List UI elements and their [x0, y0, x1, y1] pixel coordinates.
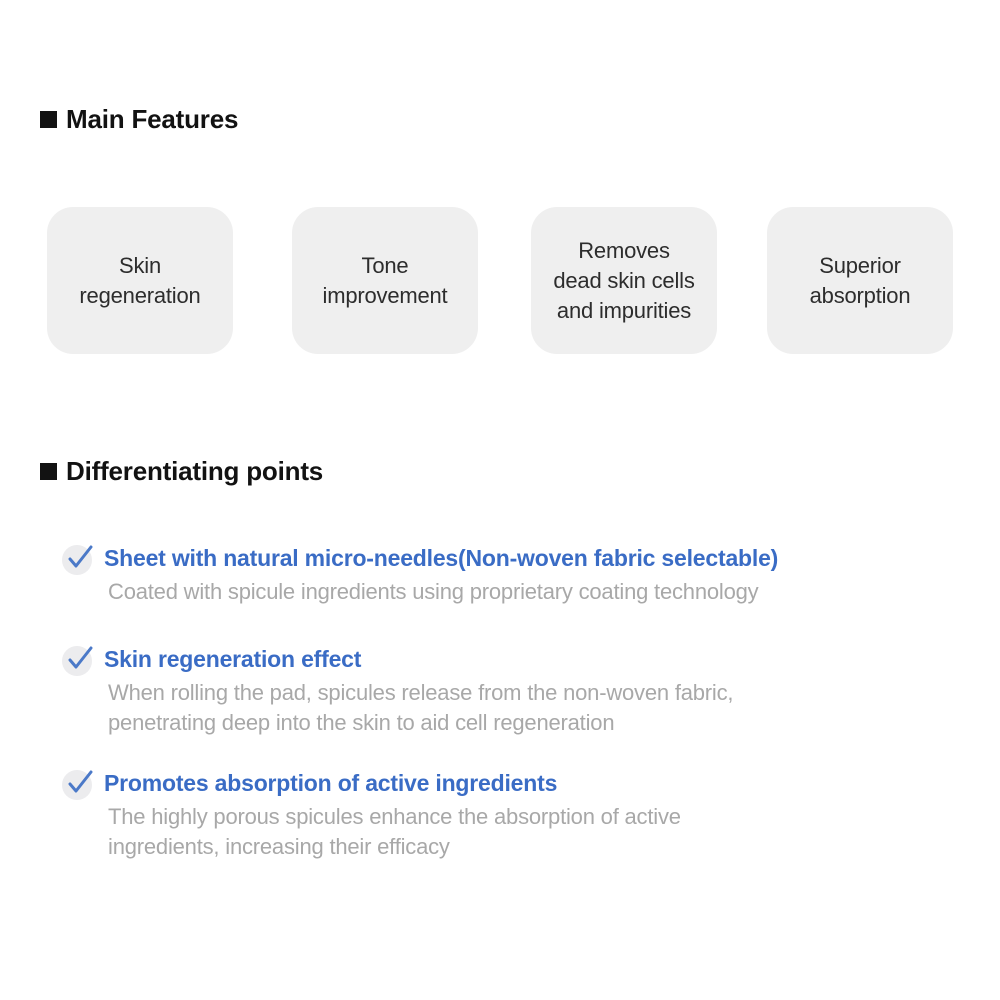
check-icon — [62, 646, 93, 676]
diff-item-title: Promotes absorption of active ingredient… — [104, 770, 558, 796]
check-icon — [62, 770, 93, 800]
main-features-header: Main Features — [40, 103, 238, 135]
section-title: Differentiating points — [66, 456, 324, 486]
feature-card-superior-absorption: Superior absorption — [767, 207, 953, 354]
feature-card-label-line: Superior — [819, 252, 901, 278]
check-icon — [62, 545, 93, 575]
feature-card-label-line: Tone — [361, 252, 409, 278]
diff-item-skin-regeneration-effect: Skin regeneration effect When rolling th… — [62, 644, 734, 738]
bullet-square-icon — [40, 462, 57, 480]
feature-card-removes-dead-skin: Removes dead skin cells and impurities — [531, 207, 717, 354]
section-title: Main Features — [66, 104, 239, 134]
feature-card-label-line: dead skin cells — [553, 267, 695, 293]
bullet-square-icon — [40, 110, 57, 128]
diff-item-description: The highly porous spicules enhance the a… — [108, 804, 681, 859]
feature-card-label-line: regeneration — [79, 282, 201, 308]
feature-card-label-line: Removes — [578, 237, 670, 263]
diff-item-promotes-absorption: Promotes absorption of active ingredient… — [62, 768, 681, 862]
diff-item-description: Coated with spicule ingredients using pr… — [108, 579, 759, 604]
feature-card-label-line: and impurities — [556, 297, 692, 323]
feature-card-label-line: Skin — [119, 252, 161, 278]
feature-card-label-line: absorption — [809, 282, 911, 308]
diff-item-title: Skin regeneration effect — [104, 646, 362, 672]
diff-item-micro-needles: Sheet with natural micro-needles(Non-wov… — [62, 543, 778, 607]
diff-item-title: Sheet with natural micro-needles(Non-wov… — [104, 545, 779, 571]
differentiating-points-header: Differentiating points — [40, 455, 323, 487]
feature-card-label-line: improvement — [322, 282, 448, 308]
feature-card-tone-improvement: Tone improvement — [292, 207, 478, 354]
diff-item-description: When rolling the pad, spicules release f… — [108, 680, 734, 735]
feature-card-skin-regeneration: Skin regeneration — [47, 207, 233, 354]
